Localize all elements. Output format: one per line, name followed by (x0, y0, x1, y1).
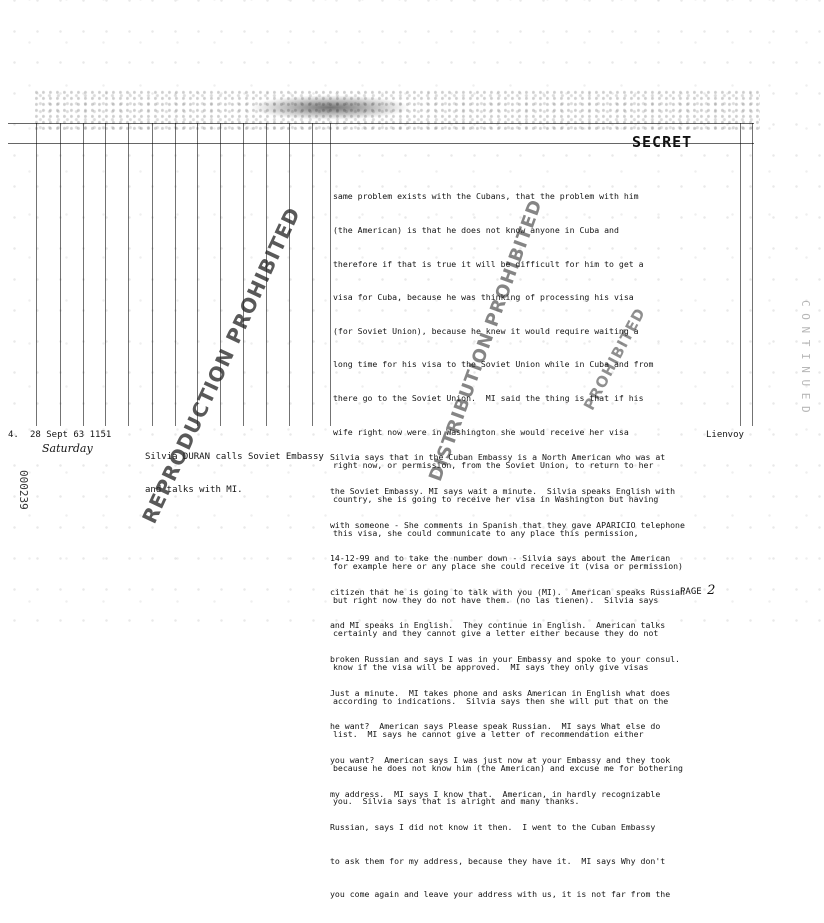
transcript-line: for example here or any place she could … (333, 561, 683, 572)
transcript-line: he want? American says Please speak Russ… (330, 721, 661, 732)
entry-day-handwritten: Saturday (42, 442, 93, 455)
transcript-line: this visa, she could communicate to any … (333, 527, 639, 538)
header-ink-blot (250, 95, 410, 120)
transcript-line: but right now they do not have them. (no… (333, 594, 659, 605)
column-rule (83, 123, 84, 426)
header-bottom-rule (8, 143, 754, 144)
page-label: PAGE (680, 587, 702, 597)
column-rule (243, 123, 244, 426)
column-rule (175, 123, 176, 426)
transcript-line: (for Soviet Union), because he knew it w… (333, 325, 639, 336)
transcript-line: (the American) is that he does not know … (333, 225, 619, 236)
transcript-line: same problem exists with the Cubans, tha… (333, 191, 639, 202)
column-rule (36, 123, 37, 426)
transcript-line: to ask them for my address, because they… (330, 855, 666, 866)
column-rule (289, 123, 290, 426)
entry-item-number: 4. (8, 430, 19, 440)
transcript-line: broken Russian and says I was in your Em… (330, 654, 680, 665)
top-rule-line (8, 123, 754, 124)
page-number-handwritten: 2 (707, 583, 716, 598)
transcript-line: Silvia says that in the Cuban Embassy is… (330, 452, 666, 463)
event-line: and talks with MI. (145, 485, 243, 495)
column-rule (266, 123, 267, 426)
column-rule (128, 123, 129, 426)
transcript-line: you want? American says I was just now a… (330, 754, 671, 765)
transcript-line: the Soviet Embassy. MI says wait a minut… (330, 486, 676, 497)
transcript-line: therefore if that is true it will be dif… (333, 258, 644, 269)
column-rule (60, 123, 61, 426)
document-page: SECRET same problem exists with the Cuba… (0, 0, 824, 899)
column-rule (312, 123, 313, 426)
document-id-vertical: 000239 (17, 470, 30, 510)
column-rule (740, 123, 741, 426)
transcript-line: my address. MI says I know that. America… (330, 788, 661, 799)
transcript-line: certainly and they cannot give a letter … (333, 628, 659, 639)
transcript-line: 14-12-99 and to take the number down - S… (330, 553, 671, 564)
entry-date-time: 28 Sept 63 1151 (30, 430, 112, 440)
column-rule (105, 123, 106, 426)
transcript-line: there go to the Soviet Union. MI said th… (333, 393, 644, 404)
transcript-line: with someone - She comments in Spanish t… (330, 519, 685, 530)
transcript-line: long time for his visa to the Soviet Uni… (333, 359, 654, 370)
transcript-line: Just a minute. MI takes phone and asks A… (330, 687, 671, 698)
transcript-line: you come again and leave your address wi… (330, 889, 671, 900)
entry-source: Lienvoy (706, 430, 744, 440)
transcript-line: Russian, says I did not know it then. I … (330, 822, 656, 833)
column-rule (197, 123, 198, 426)
transcript-line: and MI speaks in English. They continue … (330, 620, 666, 631)
transcript-line: citizen that he is going to talk with yo… (330, 586, 685, 597)
transcript-line: right now, or permission, from the Sovie… (333, 460, 654, 471)
transcript-line: wife right now were in Washington she wo… (333, 426, 629, 437)
event-line: Silvia DURAN calls Soviet Embassy (145, 452, 324, 462)
right-margin-mark: C O N T I N U E D (799, 300, 812, 413)
transcript-line: visa for Cuba, because he was thinking o… (333, 292, 634, 303)
page-number: PAGE 2 (680, 583, 715, 598)
entry-transcript-text: Silvia says that in the Cuban Embassy is… (330, 430, 685, 923)
column-rule (330, 123, 331, 426)
column-rule (752, 123, 753, 426)
column-rule (152, 123, 153, 426)
entry-event-description: Silvia DURAN calls Soviet Embassy and ta… (145, 430, 324, 518)
transcript-line: country, she is going to receive her vis… (333, 493, 659, 504)
column-rule (220, 123, 221, 426)
classification-marking: SECRET (632, 133, 693, 151)
